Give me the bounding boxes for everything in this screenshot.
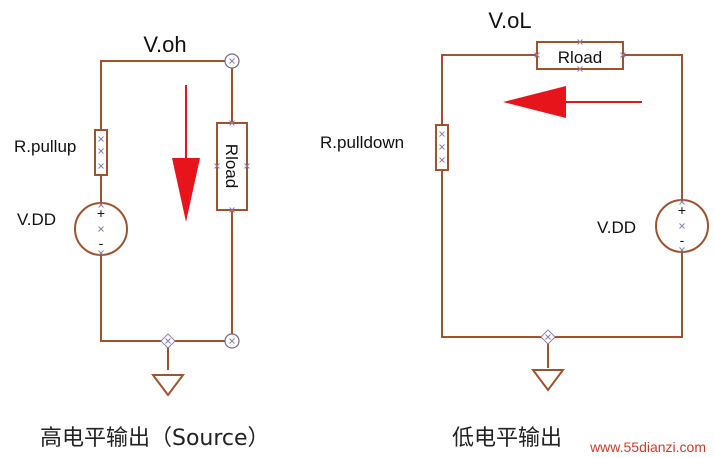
left-load-label: Rload [222, 144, 241, 188]
left-circuit: + - Rload V.oh R.pullup V.DD 高电平输出（Sourc… [14, 32, 270, 451]
right-load-label: Rload [558, 48, 602, 67]
pullup-label: R.pullup [14, 137, 76, 156]
left-bottom-wire [100, 255, 232, 342]
right-source-label: V.DD [597, 218, 636, 237]
left-top-wire [100, 60, 232, 130]
right-minus-sign: - [680, 232, 685, 248]
right-top-right-wire [623, 54, 683, 200]
watermark-text: www.55dianzi.com [589, 439, 706, 455]
right-plus-sign: + [678, 202, 686, 218]
right-ground-symbol [531, 369, 565, 392]
left-caption: 高电平输出（Source） [40, 426, 270, 451]
pulldown-label: R.pulldown [320, 133, 404, 152]
left-plus-sign: + [97, 205, 105, 221]
right-current-arrow [503, 86, 566, 118]
right-node-label: V.oL [488, 8, 531, 33]
left-node-label: V.oh [143, 32, 186, 57]
right-caption: 低电平输出 [452, 426, 562, 451]
left-minus-sign: - [99, 235, 104, 251]
right-top-left-wire [441, 54, 537, 125]
left-ground-symbol [151, 374, 185, 397]
left-current-arrow [172, 158, 200, 222]
left-source-label: V.DD [17, 210, 56, 229]
pullup-resistor [94, 129, 108, 176]
right-circuit: Rload + - V.oL R.pulldown V.DD 低电平输出 [320, 8, 709, 451]
right-bottom-wire [441, 170, 683, 338]
